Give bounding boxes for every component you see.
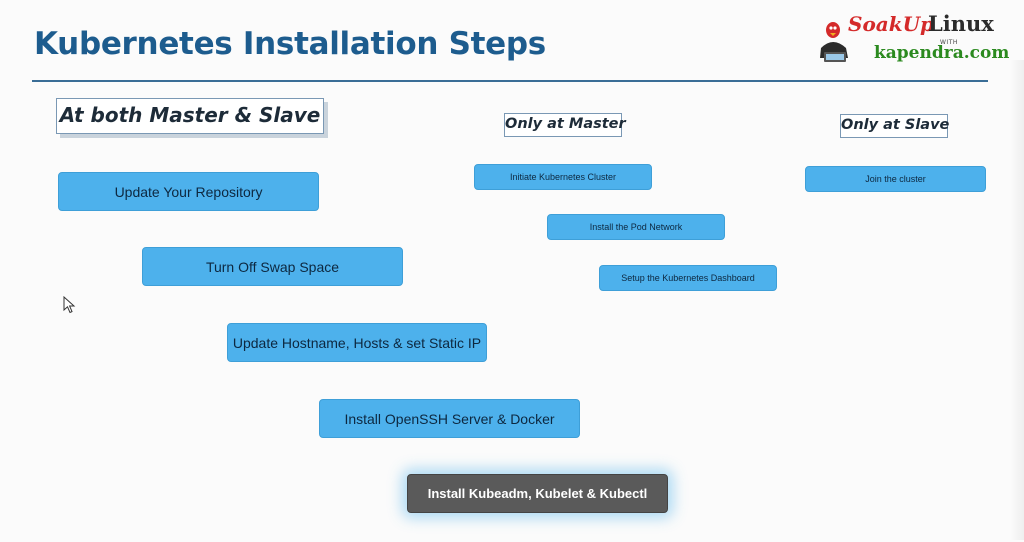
- logo-with-text: WITH: [940, 39, 958, 46]
- logo-brand-soakup: SoakUp: [848, 12, 935, 36]
- section-header-both: At both Master & Slave: [56, 98, 324, 134]
- step-join-cluster: Join the cluster: [805, 166, 986, 192]
- step-install-kubeadm: Install Kubeadm, Kubelet & Kubectl: [407, 474, 668, 513]
- logo-site-name: kapendra.com: [874, 43, 1010, 63]
- step-update-hostname: Update Hostname, Hosts & set Static IP: [227, 323, 487, 362]
- section-header-slave: Only at Slave: [840, 114, 949, 138]
- step-initiate-cluster: Initiate Kubernetes Cluster: [474, 164, 652, 190]
- title-underline: [32, 80, 988, 82]
- edge-shadow: [1010, 60, 1024, 540]
- section-header-master: Only at Master: [504, 113, 626, 137]
- penguin-mascot-icon: [820, 22, 848, 62]
- logo: SoakUp Linux WITH kapendra.com: [818, 10, 1010, 70]
- mouse-pointer-icon: [63, 296, 76, 314]
- step-setup-dashboard: Setup the Kubernetes Dashboard: [599, 265, 777, 291]
- step-turn-off-swap: Turn Off Swap Space: [142, 247, 403, 286]
- step-update-repository: Update Your Repository: [58, 172, 319, 211]
- logo-brand-linux: Linux: [928, 11, 994, 36]
- slide-title: Kubernetes Installation Steps: [34, 26, 546, 62]
- step-install-pod-network: Install the Pod Network: [547, 214, 725, 240]
- step-install-openssh-docker: Install OpenSSH Server & Docker: [319, 399, 580, 438]
